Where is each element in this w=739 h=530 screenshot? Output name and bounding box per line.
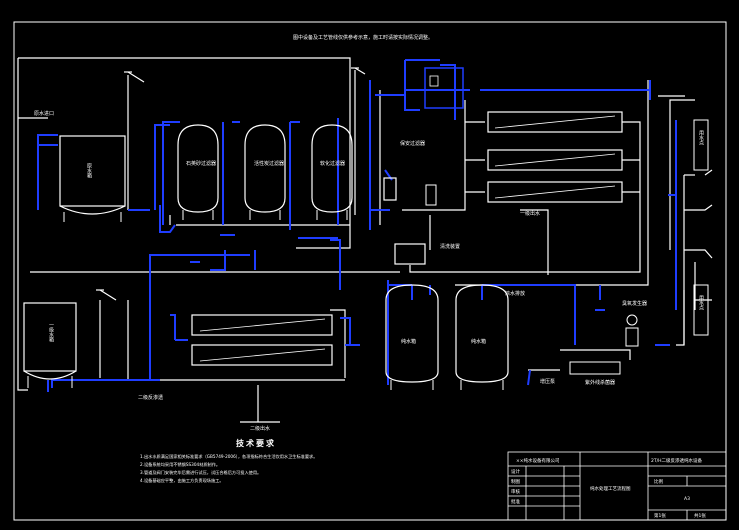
- first-ro-membranes: [487, 111, 623, 203]
- chem-wash-label: 清洗装置: [440, 243, 460, 250]
- softener: 软化过滤器: [311, 124, 353, 220]
- carbon-filter: 活性炭过滤器: [244, 124, 286, 220]
- softener-label: 软化过滤器: [320, 160, 345, 167]
- pure-tank-2-label: 纯水箱: [471, 338, 486, 345]
- second-ro-out-label: 二级出水: [250, 425, 270, 432]
- pump-label: 增压泵: [540, 378, 555, 385]
- header-note: 图中设备及工艺管线仅供参考示意，施工时请按实际情况调整。: [293, 34, 433, 41]
- tech-note-2: 2.设备系统均采用不锈钢SS304材质制作。: [140, 461, 220, 468]
- tech-note-3: 3.管道及阀门安装完毕后需进行试压，试压合格后方可投入使用。: [140, 469, 261, 476]
- raw-water-in-label: 原水进口: [34, 110, 54, 117]
- tb-scale: 比例: [654, 478, 663, 485]
- waste-label: 浓水排放: [505, 290, 525, 297]
- pure-water-tank-1: 纯水箱: [385, 284, 439, 390]
- pump-box: [394, 243, 426, 265]
- tb-row-2: 制图: [511, 478, 520, 485]
- pure-tank-1-label: 纯水箱: [401, 338, 416, 345]
- ozone-generator: 臭氧发生器: [622, 300, 647, 347]
- uv-sterilizer: 紫外线杀菌器: [569, 361, 621, 386]
- use-points-bottom: 用水点: [693, 284, 709, 336]
- tb-size: A3: [684, 496, 690, 502]
- dosing-unit: [424, 67, 464, 109]
- tech-title: 技术要求: [236, 438, 276, 448]
- to-use-1-label: 用水点: [698, 130, 704, 146]
- carbon-filter-label: 活性炭过滤器: [254, 160, 284, 167]
- tb-sheet: 第1张: [654, 512, 666, 519]
- first-water-tank: 一级水箱: [23, 302, 77, 388]
- white-pipes: [17, 57, 713, 423]
- security-filter: 保安过滤器: [383, 140, 437, 206]
- tb-project: 2T/H二级反渗透纯水设备: [651, 457, 703, 464]
- second-ro-label: 二级反渗透: [138, 394, 163, 401]
- tb-row-1: 设计: [511, 468, 520, 475]
- security-filter-label: 保安过滤器: [400, 140, 425, 147]
- sand-filter: 石英砂过滤器: [177, 124, 219, 220]
- use-points-top: 用水点: [693, 119, 709, 171]
- to-use-2-label: 用水点: [698, 295, 704, 311]
- tech-note-1: 1.出水水质满足国家相关标准要求（GB5749-2006），各项指标符合生活饮用…: [140, 453, 317, 460]
- title-block: [507, 451, 727, 521]
- tb-company: ××纯水设备有限公司: [516, 457, 560, 464]
- sand-filter-label: 石英砂过滤器: [186, 160, 216, 167]
- tb-drawing-name: 纯水处理工艺流程图: [590, 485, 631, 492]
- uv-label: 紫外线杀菌器: [585, 379, 615, 386]
- first-ro-out-label: 一级出水: [520, 210, 540, 217]
- first-tank-label: 一级水箱: [48, 322, 54, 343]
- drawing-frame: [13, 21, 727, 521]
- blue-pipes: [37, 59, 677, 392]
- raw-water-tank: 原水箱: [59, 135, 126, 222]
- ozone-label: 臭氧发生器: [622, 300, 647, 307]
- tech-note-4: 4.设备基础应平整，由施工方负责现场施工。: [140, 477, 224, 484]
- second-ro-membranes: [191, 314, 333, 366]
- tb-row-3: 审核: [511, 488, 520, 495]
- pure-water-tank-2: 纯水箱: [455, 284, 509, 390]
- tb-total: 共1张: [694, 512, 706, 519]
- tb-row-4: 批准: [511, 498, 520, 505]
- raw-water-tank-label: 原水箱: [86, 163, 92, 179]
